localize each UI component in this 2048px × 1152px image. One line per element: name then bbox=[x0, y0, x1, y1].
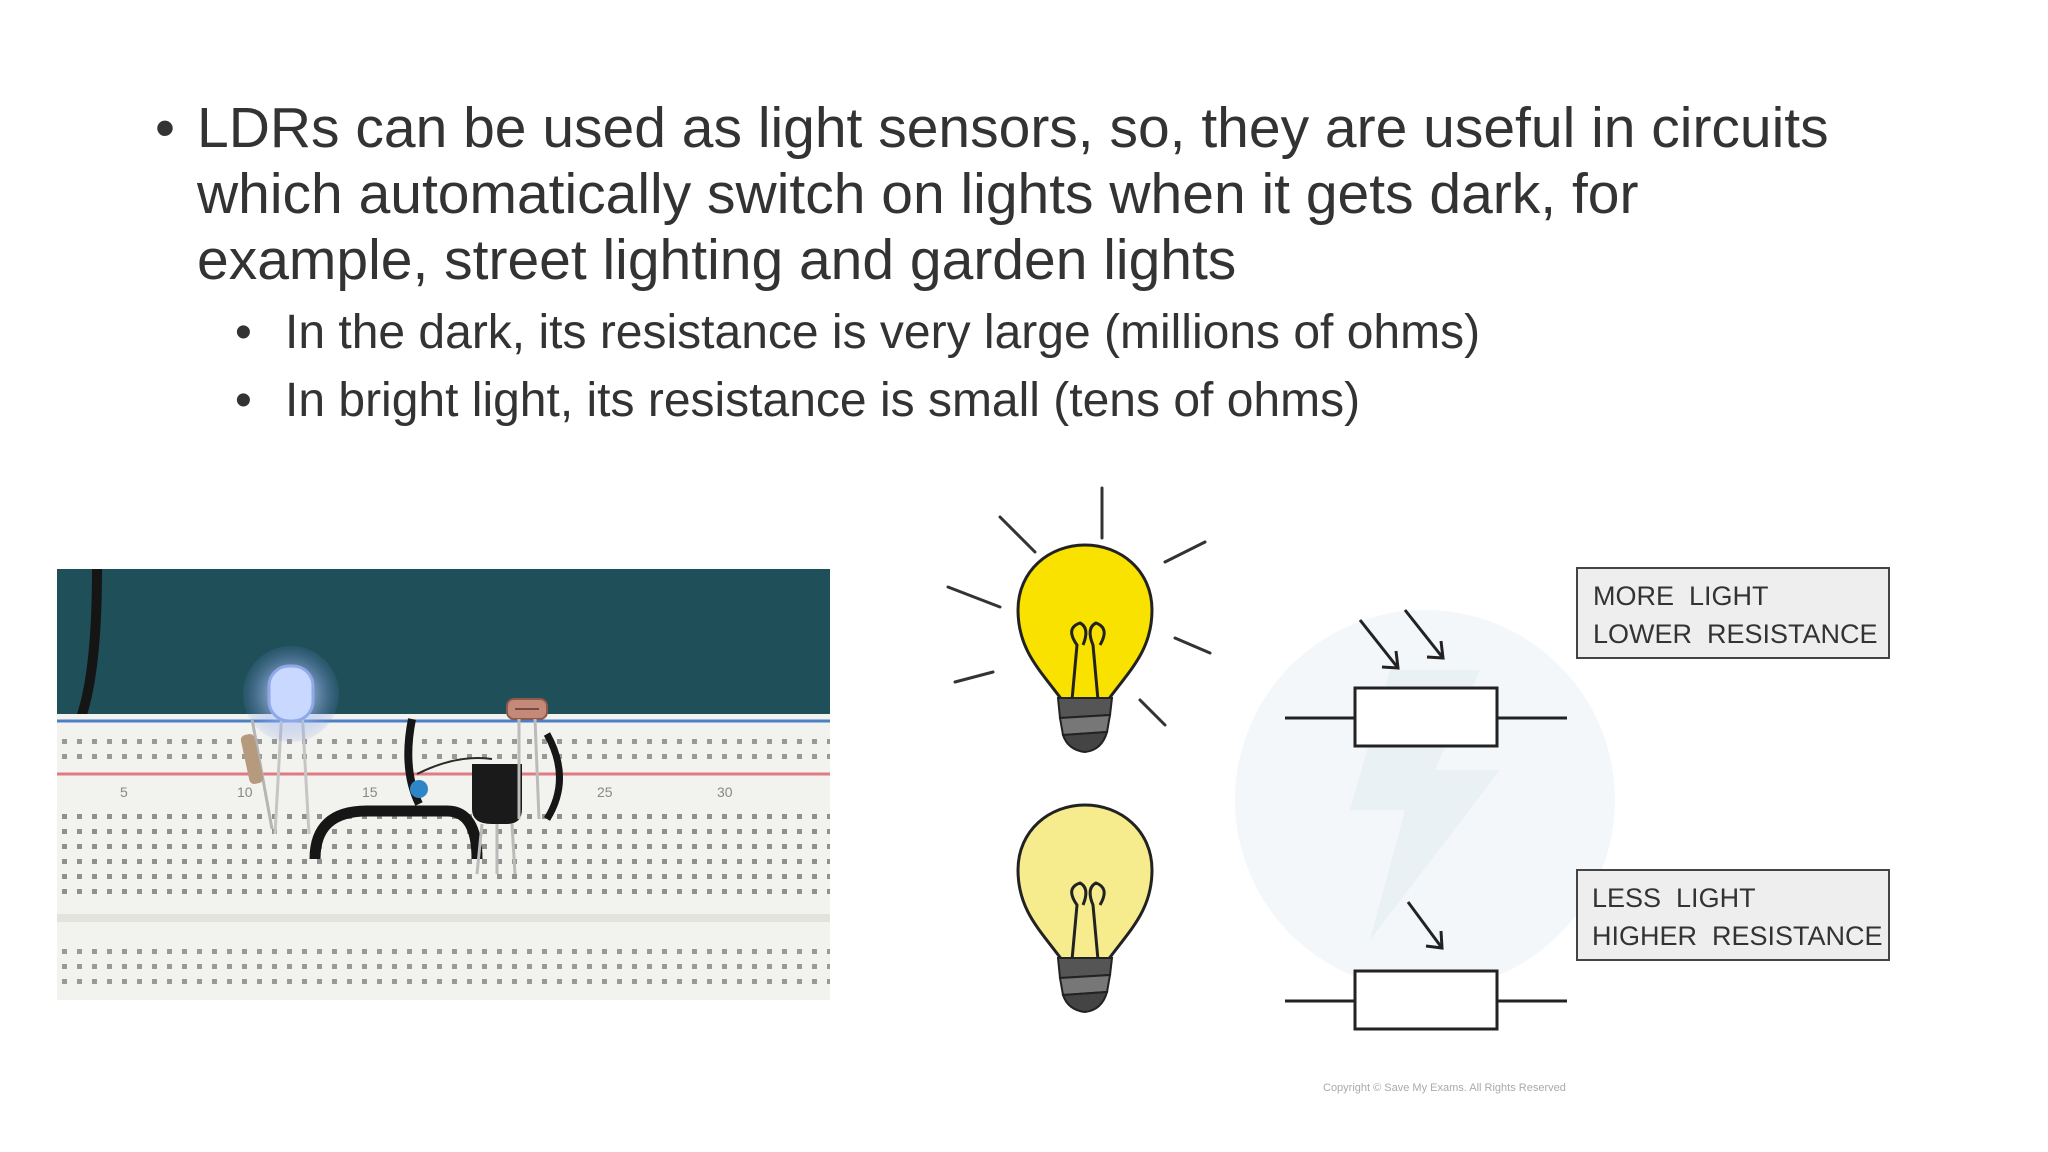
copyright-text: Copyright © Save My Exams. All Rights Re… bbox=[1323, 1082, 1566, 1094]
less-light-text: LESS LIGHT bbox=[1592, 883, 1756, 913]
top-rail-holes bbox=[57, 734, 830, 762]
column-number: 30 bbox=[717, 784, 733, 800]
column-number: 10 bbox=[237, 784, 253, 800]
column-number: 5 bbox=[120, 784, 128, 800]
sub-bullet-text: In bright light, its resistance is small… bbox=[285, 374, 1361, 427]
bottom-rail-holes bbox=[57, 947, 830, 992]
higher-resistance-text: HIGHER RESISTANCE bbox=[1592, 921, 1883, 951]
led bbox=[267, 664, 315, 723]
more-light-text: MORE LIGHT bbox=[1593, 581, 1769, 611]
center-channel bbox=[57, 914, 830, 922]
dim-bulb-icon bbox=[1016, 803, 1154, 1014]
column-number: 15 bbox=[362, 784, 378, 800]
ldr-diagram: MORE LIGHT LOWER RESISTANCE LESS LIGHT H… bbox=[920, 470, 1940, 1105]
ldr-symbol-dim bbox=[1285, 901, 1567, 1031]
backdrop bbox=[57, 569, 830, 729]
thin-wire bbox=[416, 757, 493, 775]
main-bullet-text: LDRs can be used as light sensors, so, t… bbox=[197, 96, 1829, 292]
less-light-label: LESS LIGHT HIGHER RESISTANCE bbox=[1576, 869, 1890, 961]
ldr-symbol-bright bbox=[1285, 609, 1567, 748]
bullet-dot: • bbox=[235, 306, 252, 359]
sub-bullet-dark: • In the dark, its resistance is very la… bbox=[235, 299, 1875, 367]
sub-bullet-bright: • In bright light, its resistance is sma… bbox=[235, 367, 1875, 435]
breadboard-illustration: 5 10 15 25 30 bbox=[57, 569, 830, 1000]
bullet-dot: • bbox=[235, 374, 252, 427]
resistor bbox=[240, 734, 264, 784]
sub-bullet-list: • In the dark, its resistance is very la… bbox=[155, 299, 1875, 435]
jumper-wire bbox=[543, 732, 563, 821]
bullet-list: • LDRs can be used as light sensors, so,… bbox=[155, 95, 1875, 435]
main-bullet: • LDRs can be used as light sensors, so,… bbox=[155, 95, 1875, 293]
column-number: 25 bbox=[597, 784, 613, 800]
lower-resistance-text: LOWER RESISTANCE bbox=[1593, 619, 1878, 649]
jumper-wire bbox=[309, 805, 483, 860]
bullet-dot: • bbox=[155, 96, 175, 160]
more-light-label: MORE LIGHT LOWER RESISTANCE bbox=[1576, 567, 1890, 659]
ldr-diagram-illustration: MORE LIGHT LOWER RESISTANCE LESS LIGHT H… bbox=[946, 486, 1890, 1094]
breadboard-photo: 5 10 15 25 30 bbox=[57, 569, 830, 1000]
ldr-lead bbox=[533, 718, 541, 820]
transistor-lead bbox=[475, 823, 484, 875]
bright-bulb-icon bbox=[946, 486, 1212, 754]
capacitor bbox=[410, 780, 428, 798]
main-holes bbox=[57, 807, 830, 902]
sub-bullet-text: In the dark, its resistance is very larg… bbox=[285, 306, 1481, 359]
transistor-lead bbox=[510, 823, 517, 875]
transistor bbox=[472, 764, 522, 824]
